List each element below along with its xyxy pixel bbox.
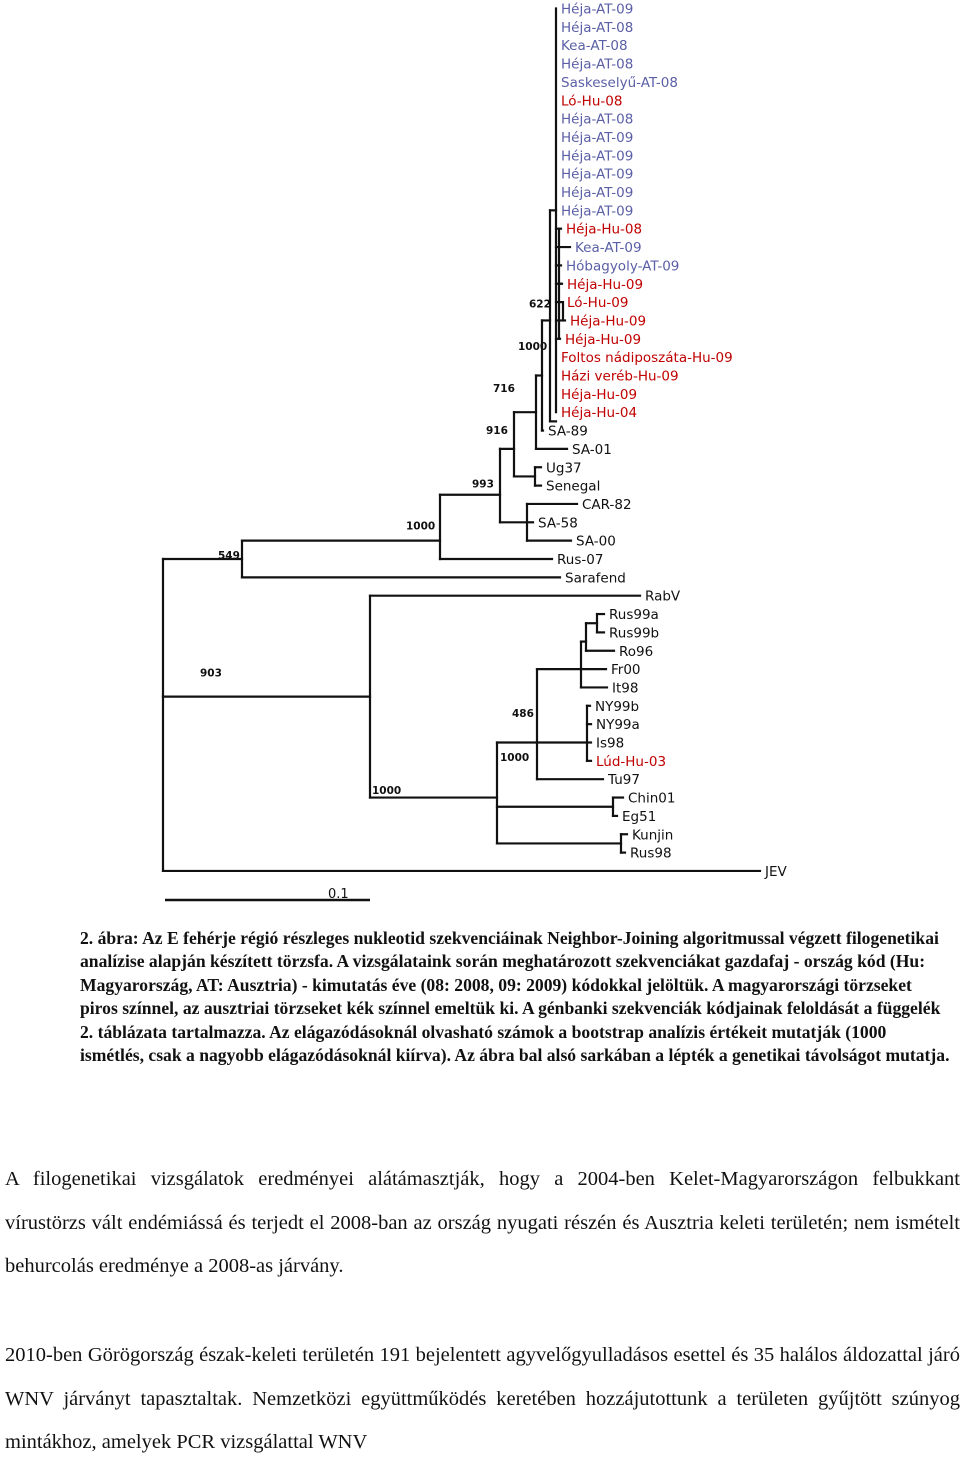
- tree-leaf-label: Rus-07: [557, 552, 603, 568]
- body-paragraph: A filogenetikai vizsgálatok eredményei a…: [5, 1168, 960, 1277]
- tree-leaf-label: Házi veréb-Hu-09: [561, 369, 679, 385]
- tree-leaf-label: Ló-Hu-09: [567, 295, 628, 311]
- tree-leaf-label: Héja-AT-09: [561, 2, 633, 18]
- tree-leaf-label: Rus98: [630, 846, 672, 862]
- tree-leaf-label: Kea-AT-09: [575, 240, 642, 256]
- tree-leaf-label: Héja-AT-09: [561, 130, 633, 146]
- tree-leaf-label: SA-58: [538, 515, 578, 531]
- tree-leaf-label: NY99a: [596, 717, 640, 733]
- tree-leaf-label: It98: [612, 680, 638, 696]
- tree-leaf-label: Héja-AT-08: [561, 57, 633, 73]
- tree-leaf-label: Héja-AT-09: [561, 185, 633, 201]
- tree-leaf-label: RabV: [645, 589, 681, 605]
- tree-leaf-label: JEV: [764, 864, 788, 880]
- figure-caption: 2. ábra: Az E fehérje régió részleges nu…: [80, 928, 950, 1066]
- bootstrap-value: 716: [493, 383, 515, 395]
- tree-leaf-label: Saskeselyű-AT-08: [561, 75, 678, 91]
- phylogenetic-tree: Héja-AT-09Héja-AT-08Kea-AT-08Héja-AT-08S…: [161, 2, 788, 902]
- bootstrap-value: 1000: [372, 785, 401, 797]
- tree-leaf-label: Tu97: [607, 772, 640, 788]
- tree-leaf-label: Héja-AT-08: [561, 112, 633, 128]
- tree-branches: [161, 7, 762, 873]
- tree-leaf-label: Héja-Hu-09: [567, 277, 643, 293]
- tree-leaf-label: Héja-Hu-08: [566, 222, 642, 238]
- tree-leaf-label: Ló-Hu-08: [561, 93, 622, 109]
- tree-leaf-label: Is98: [596, 736, 624, 752]
- tree-leaf-label: Kunjin: [632, 827, 673, 843]
- scale-bar-label: 0.1: [328, 887, 349, 902]
- bootstrap-value: 903: [200, 667, 222, 679]
- tree-leaf-label: Foltos nádiposzáta-Hu-09: [561, 350, 733, 366]
- tree-leaf-label: Ug37: [546, 460, 582, 476]
- tree-leaf-label: Héja-Hu-09: [570, 313, 646, 329]
- scale-bar: 0.1: [165, 887, 370, 902]
- tree-leaf-label: Senegal: [546, 479, 600, 495]
- tree-leaf-label: SA-01: [572, 442, 612, 458]
- tree-leaf-label: Héja-Hu-09: [565, 332, 641, 348]
- tree-leaf-label: Chin01: [628, 791, 675, 807]
- tree-leaf-label: NY99b: [595, 699, 639, 715]
- bootstrap-value: 993: [472, 478, 494, 490]
- bootstrap-value: 1000: [518, 341, 547, 353]
- tree-leaf-label: Héja-AT-08: [561, 20, 633, 36]
- bootstrap-values: 622 1000 716 916 993 1000 549 903 486 1000 1000: [200, 299, 551, 797]
- bootstrap-value: 622: [529, 299, 551, 311]
- tree-leaf-label: Héja-AT-09: [561, 167, 633, 183]
- bootstrap-value: 549: [218, 550, 240, 562]
- tree-leaf-labels: Héja-AT-09Héja-AT-08Kea-AT-08Héja-AT-08S…: [538, 2, 788, 880]
- tree-leaf-label: Rus99a: [609, 607, 659, 623]
- tree-leaf-label: SA-89: [548, 424, 588, 440]
- tree-leaf-label: Héja-Hu-09: [561, 387, 637, 403]
- tree-leaf-label: SA-00: [576, 534, 616, 550]
- tree-leaf-label: CAR-82: [582, 497, 632, 513]
- bootstrap-value: 486: [512, 708, 534, 720]
- tree-leaf-label: Ro96: [619, 644, 653, 660]
- bootstrap-value: 1000: [406, 521, 435, 533]
- bootstrap-value: 916: [486, 425, 508, 437]
- tree-leaf-label: Lúd-Hu-03: [596, 754, 666, 770]
- bootstrap-value: 1000: [500, 752, 529, 764]
- tree-leaf-label: Héja-AT-09: [561, 203, 633, 219]
- tree-leaf-label: Héja-AT-09: [561, 148, 633, 164]
- body-paragraph: 2010-ben Görögország észak-keleti terüle…: [5, 1344, 960, 1453]
- tree-leaf-label: Fr00: [611, 662, 641, 678]
- tree-leaf-label: Kea-AT-08: [561, 38, 628, 54]
- tree-leaf-label: Eg51: [622, 809, 656, 825]
- tree-leaf-label: Héja-Hu-04: [561, 405, 637, 421]
- tree-leaf-label: Rus99b: [609, 625, 659, 641]
- tree-leaf-label: Hóbagyoly-AT-09: [566, 258, 679, 274]
- tree-leaf-label: Sarafend: [565, 570, 626, 586]
